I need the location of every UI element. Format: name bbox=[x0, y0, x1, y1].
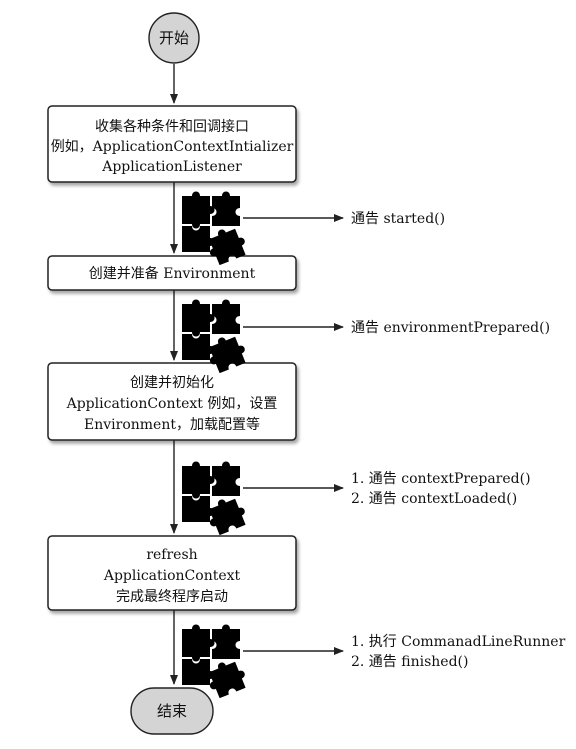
notification-line: 通告 environmentPrepared() bbox=[351, 320, 550, 336]
notification-line: 1. 通告 contextPrepared() bbox=[351, 471, 531, 487]
notification-finished: 1. 执行 CommanadLineRunner 2. 通告 finished(… bbox=[351, 634, 566, 670]
notification-line: 2. 通告 contextLoaded() bbox=[351, 491, 517, 507]
step-collect-line-2: 例如，ApplicationContextIntializer bbox=[51, 139, 294, 155]
step-context-init-line-1: 创建并初始化 bbox=[130, 374, 214, 391]
end-label: 结束 bbox=[157, 702, 187, 720]
step-context-init-line-2: ApplicationContext 例如，设置 bbox=[66, 396, 278, 412]
step-box-collect: 收集各种条件和回调接口 例如，ApplicationContextIntiali… bbox=[47, 105, 297, 183]
end-node: 结束 bbox=[130, 687, 214, 735]
notification-line: 1. 执行 CommanadLineRunner bbox=[351, 634, 566, 650]
start-node: 开始 bbox=[148, 12, 200, 64]
step-refresh-line-2: ApplicationContext bbox=[103, 568, 241, 584]
notification-environment-prepared: 通告 environmentPrepared() bbox=[351, 320, 550, 336]
step-box-context-init: 创建并初始化 ApplicationContext 例如，设置 Environm… bbox=[47, 362, 297, 441]
puzzle-pieces-icon bbox=[182, 461, 250, 537]
step-refresh-line-3: 完成最终程序启动 bbox=[116, 589, 228, 605]
step-box-refresh: refresh ApplicationContext 完成最终程序启动 bbox=[47, 535, 297, 611]
notification-context: 1. 通告 contextPrepared() 2. 通告 contextLoa… bbox=[351, 471, 531, 507]
step-environment-line-1: 创建并准备 Environment bbox=[89, 265, 256, 282]
notification-started: 通告 started() bbox=[351, 211, 445, 227]
notification-line: 通告 started() bbox=[351, 211, 445, 227]
notification-line: 2. 通告 finished() bbox=[351, 654, 468, 670]
step-collect-line-1: 收集各种条件和回调接口 bbox=[95, 118, 249, 135]
step-refresh-line-1: refresh bbox=[146, 547, 197, 563]
step-collect-line-3: ApplicationListener bbox=[101, 159, 242, 175]
step-context-init-line-3: Environment，加载配置等 bbox=[84, 416, 260, 433]
step-box-environment: 创建并准备 Environment bbox=[47, 255, 297, 291]
start-label: 开始 bbox=[159, 29, 189, 47]
